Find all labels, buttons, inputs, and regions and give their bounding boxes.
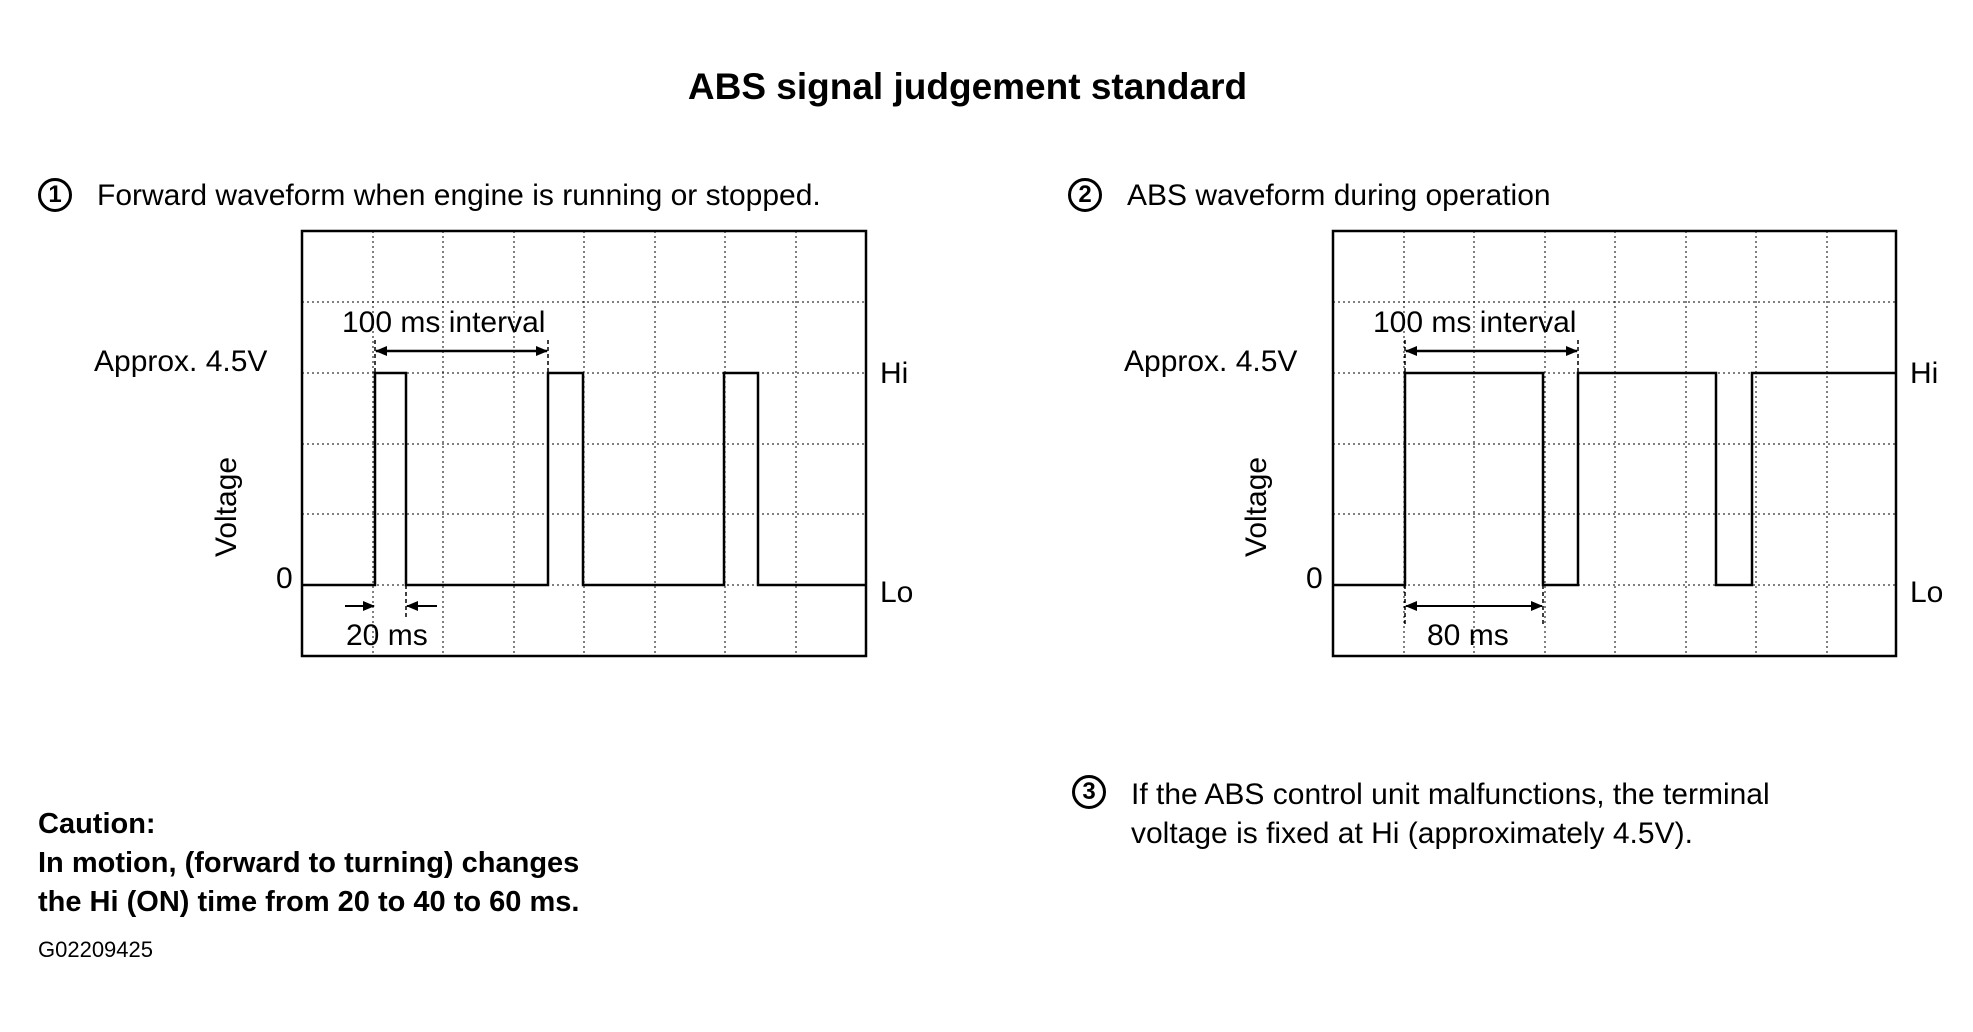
panel1-heading: Forward waveform when engine is running … [97, 179, 821, 212]
panel1-pulse-label: 20 ms [346, 619, 428, 652]
note3-text: If the ABS control unit malfunctions, th… [1131, 775, 1770, 853]
panel2-zero-label: 0 [1306, 562, 1323, 595]
panel2-frame [1331, 229, 1898, 658]
panel1-hi-label: Hi [880, 357, 908, 390]
page-title: ABS signal judgement standard [687, 66, 1248, 107]
panel2-hi-label: Hi [1910, 357, 1938, 390]
figure-id: G02209425 [38, 937, 153, 962]
panel1-zero-label: 0 [276, 562, 293, 595]
panel1-lo-label: Lo [880, 576, 913, 609]
panel2-signal-trace [1333, 371, 1896, 587]
caution-line1: In motion, (forward to turning) changes [38, 847, 580, 879]
panel2-y-axis-label: Voltage [1240, 457, 1273, 557]
step-number-1: 1 [38, 178, 72, 212]
panel2-heading: ABS waveform during operation [1127, 179, 1551, 212]
caution-block: Caution: In motion, (forward to turning)… [38, 805, 579, 922]
panel2-lo-label: Lo [1910, 576, 1943, 609]
panel1-interval-label: 100 ms interval [342, 306, 545, 339]
note3-line1: If the ABS control unit malfunctions, th… [1131, 778, 1770, 811]
panel2-grid [1333, 231, 1896, 656]
note3-line2: voltage is fixed at Hi (approximately 4.… [1131, 817, 1693, 850]
panel2-voltage-label: Approx. 4.5V [1124, 345, 1297, 378]
caution-line2: the Hi (ON) time from 20 to 40 to 60 ms. [38, 886, 580, 918]
panel1-signal-trace [302, 371, 866, 587]
panel2-interval-label: 100 ms interval [1373, 306, 1576, 339]
panel1-frame [300, 229, 868, 658]
step-number-2: 2 [1068, 178, 1102, 212]
panel2-pulse-label: 80 ms [1427, 619, 1509, 652]
panel1-y-axis-label: Voltage [210, 457, 243, 557]
step-number-3: 3 [1072, 775, 1106, 809]
caution-heading: Caution: [38, 808, 156, 840]
panel1-voltage-label: Approx. 4.5V [94, 345, 267, 378]
